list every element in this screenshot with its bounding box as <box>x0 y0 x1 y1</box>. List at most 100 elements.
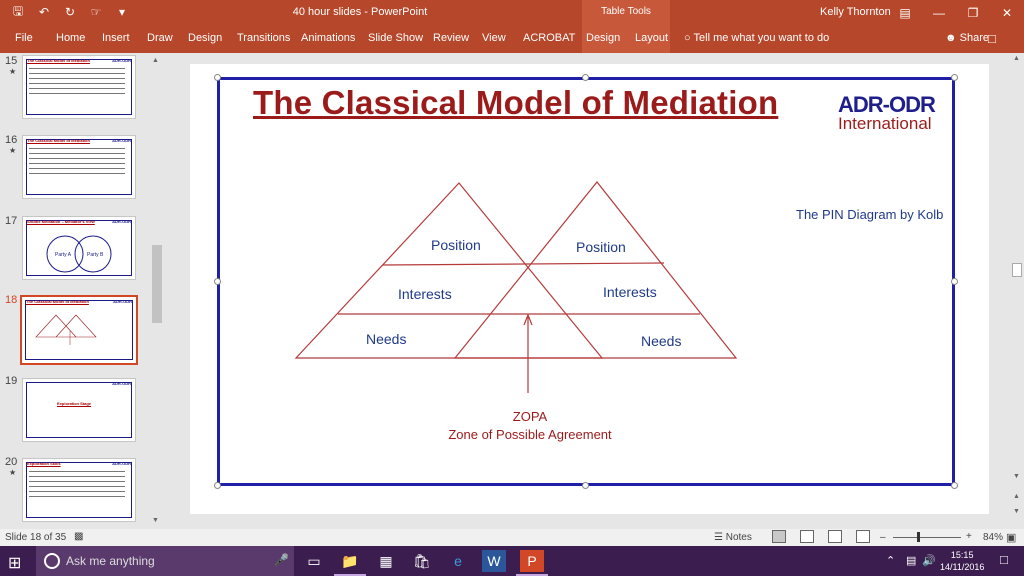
touch-mode-icon[interactable]: ☞ <box>90 5 102 19</box>
left-interests-label[interactable]: Interests <box>398 286 452 302</box>
action-center-icon[interactable]: □ <box>1000 552 1008 567</box>
right-needs-label[interactable]: Needs <box>641 333 682 349</box>
thumb-number: 15 <box>5 55 18 67</box>
slide-thumbnail[interactable]: Exploration Skills ADR-ODR <box>22 458 136 522</box>
status-bar: Slide 18 of 35 ▩ ☰ Notes – + 84% ▣ <box>0 529 1024 546</box>
customize-icon[interactable]: ▾ <box>118 5 126 19</box>
share-button[interactable]: ☻ Share <box>945 32 989 44</box>
slide-thumbnail[interactable]: The Classical Model of Mediation ADR-ODR <box>22 135 136 199</box>
windows-start-icon[interactable]: ⊞ <box>8 555 22 572</box>
scroll-thumb[interactable] <box>1012 263 1022 277</box>
system-clock[interactable]: 15:15 14/11/2016 <box>940 549 984 573</box>
quick-access-toolbar: 🖫 ↶ ↻ ☞ ▾ <box>10 4 130 20</box>
notes-button[interactable]: ☰ Notes <box>714 532 752 543</box>
word-icon[interactable]: W <box>482 550 506 572</box>
tray-chevron-icon[interactable]: ⌃ <box>886 555 896 567</box>
zopa-full-label: Zone of Possible Agreement <box>448 427 612 442</box>
slide-sorter-icon[interactable] <box>800 530 814 543</box>
zoom-out-icon[interactable]: – <box>880 532 886 543</box>
logo-line1: ADR-ODR <box>838 92 936 117</box>
task-view-icon[interactable]: ▭ <box>307 552 321 569</box>
store-icon[interactable]: 🛍 <box>413 552 431 569</box>
user-name[interactable]: Kelly Thornton <box>820 6 891 18</box>
slide-thumbnail[interactable]: ADR-ODR Exploration Stage <box>22 378 136 442</box>
resize-handle[interactable] <box>951 278 958 285</box>
left-position-label[interactable]: Position <box>431 237 481 253</box>
minimize-button[interactable]: — <box>933 5 945 20</box>
zoom-slider[interactable] <box>893 537 961 538</box>
tab-slide-show[interactable]: Slide Show <box>368 32 424 44</box>
scroll-down-icon[interactable]: ▼ <box>1013 473 1020 480</box>
tab-review[interactable]: Review <box>433 32 470 44</box>
volume-icon[interactable]: 🔊 <box>922 555 936 567</box>
app-icon[interactable]: ▦ <box>379 552 393 569</box>
tab-table-layout[interactable]: Layout <box>635 32 669 44</box>
thumbnail-scrollbar[interactable]: ▲ ▼ <box>150 55 164 525</box>
resize-handle[interactable] <box>951 482 958 489</box>
fit-slide-icon[interactable]: ▣ <box>1006 532 1017 544</box>
right-interests-label[interactable]: Interests <box>603 284 657 300</box>
spellcheck-icon[interactable]: ▩ <box>74 531 84 542</box>
tab-draw[interactable]: Draw <box>147 32 173 44</box>
zopa-caption[interactable]: ZOPA Zone of Possible Agreement <box>420 408 640 444</box>
tab-file[interactable]: File <box>15 32 33 44</box>
powerpoint-icon[interactable]: P <box>516 550 548 576</box>
normal-view-icon[interactable] <box>772 530 786 543</box>
slide-thumbnail-selected[interactable]: The Classical Model of Mediation ADR-ODR <box>20 295 138 365</box>
restore-button[interactable]: ❐ <box>967 5 979 20</box>
resize-handle[interactable] <box>951 74 958 81</box>
save-icon[interactable]: 🖫 <box>12 3 24 18</box>
zoom-in-icon[interactable]: + <box>966 531 972 542</box>
tab-view[interactable]: View <box>482 32 506 44</box>
microphone-icon[interactable]: 🎤 <box>274 553 289 567</box>
cortana-search[interactable]: Ask me anything 🎤 <box>36 546 294 576</box>
ribbon-display-icon[interactable]: ▤ <box>899 5 911 20</box>
next-slide-icon[interactable]: ▼ <box>1013 508 1020 515</box>
prev-slide-icon[interactable]: ▲ <box>1013 493 1020 500</box>
tab-insert[interactable]: Insert <box>102 32 130 44</box>
redo-icon[interactable]: ↻ <box>64 5 76 19</box>
slide-scrollbar[interactable]: ▲ ▼ ▲ ▼ <box>1010 53 1024 529</box>
animation-star-icon: ★ <box>9 67 17 76</box>
edge-icon[interactable]: e <box>454 553 462 569</box>
network-icon[interactable]: ▤ <box>906 555 917 567</box>
right-triangle <box>453 181 738 359</box>
tab-acrobat[interactable]: ACROBAT <box>523 32 576 44</box>
resize-handle[interactable] <box>214 74 221 81</box>
slideshow-icon[interactable] <box>856 530 870 543</box>
zoom-level[interactable]: 84% <box>983 532 1004 543</box>
reading-view-icon[interactable] <box>828 530 842 543</box>
slide-title[interactable]: The Classical Model of Mediation <box>253 84 779 121</box>
undo-icon[interactable]: ↶ <box>38 5 50 19</box>
tab-table-design[interactable]: Design <box>586 32 621 44</box>
tab-home[interactable]: Home <box>56 32 86 44</box>
scroll-thumb[interactable] <box>152 245 162 323</box>
animation-star-icon: ★ <box>9 146 17 155</box>
tab-transitions[interactable]: Transitions <box>237 32 291 44</box>
resize-handle[interactable] <box>582 482 589 489</box>
tell-me-search[interactable]: ○ Tell me what you want to do <box>684 32 829 44</box>
right-position-label[interactable]: Position <box>576 239 626 255</box>
resize-handle[interactable] <box>214 278 221 285</box>
close-button[interactable]: ✕ <box>1001 5 1013 20</box>
scroll-down-icon[interactable]: ▼ <box>152 517 159 524</box>
thumb-title: Exploration Skills <box>27 461 61 466</box>
file-explorer-icon[interactable]: 📁 <box>334 550 366 576</box>
tab-design[interactable]: Design <box>188 32 223 44</box>
slide-thumbnail[interactable]: Shuttle Mediation – Mediator's View ADR-… <box>22 216 136 280</box>
comments-icon[interactable]: □ <box>988 31 996 46</box>
slide-thumbnail[interactable]: The Classical Model of Mediation ADR-ODR <box>22 55 136 119</box>
thumb-title: Shuttle Mediation – Mediator's View <box>27 219 95 224</box>
tab-animations[interactable]: Animations <box>301 32 356 44</box>
left-needs-label[interactable]: Needs <box>366 331 407 347</box>
adr-odr-logo: ADR-ODR International <box>838 92 938 136</box>
slide-canvas[interactable] <box>190 64 989 514</box>
pin-diagram-caption[interactable]: The PIN Diagram by Kolb <box>796 207 944 222</box>
resize-handle[interactable] <box>214 482 221 489</box>
context-tab-group <box>582 25 670 53</box>
scroll-up-icon[interactable]: ▲ <box>1013 55 1020 62</box>
zoom-slider-knob[interactable] <box>917 532 920 542</box>
cortana-icon <box>44 553 60 569</box>
scroll-up-icon[interactable]: ▲ <box>152 57 159 64</box>
resize-handle[interactable] <box>582 74 589 81</box>
